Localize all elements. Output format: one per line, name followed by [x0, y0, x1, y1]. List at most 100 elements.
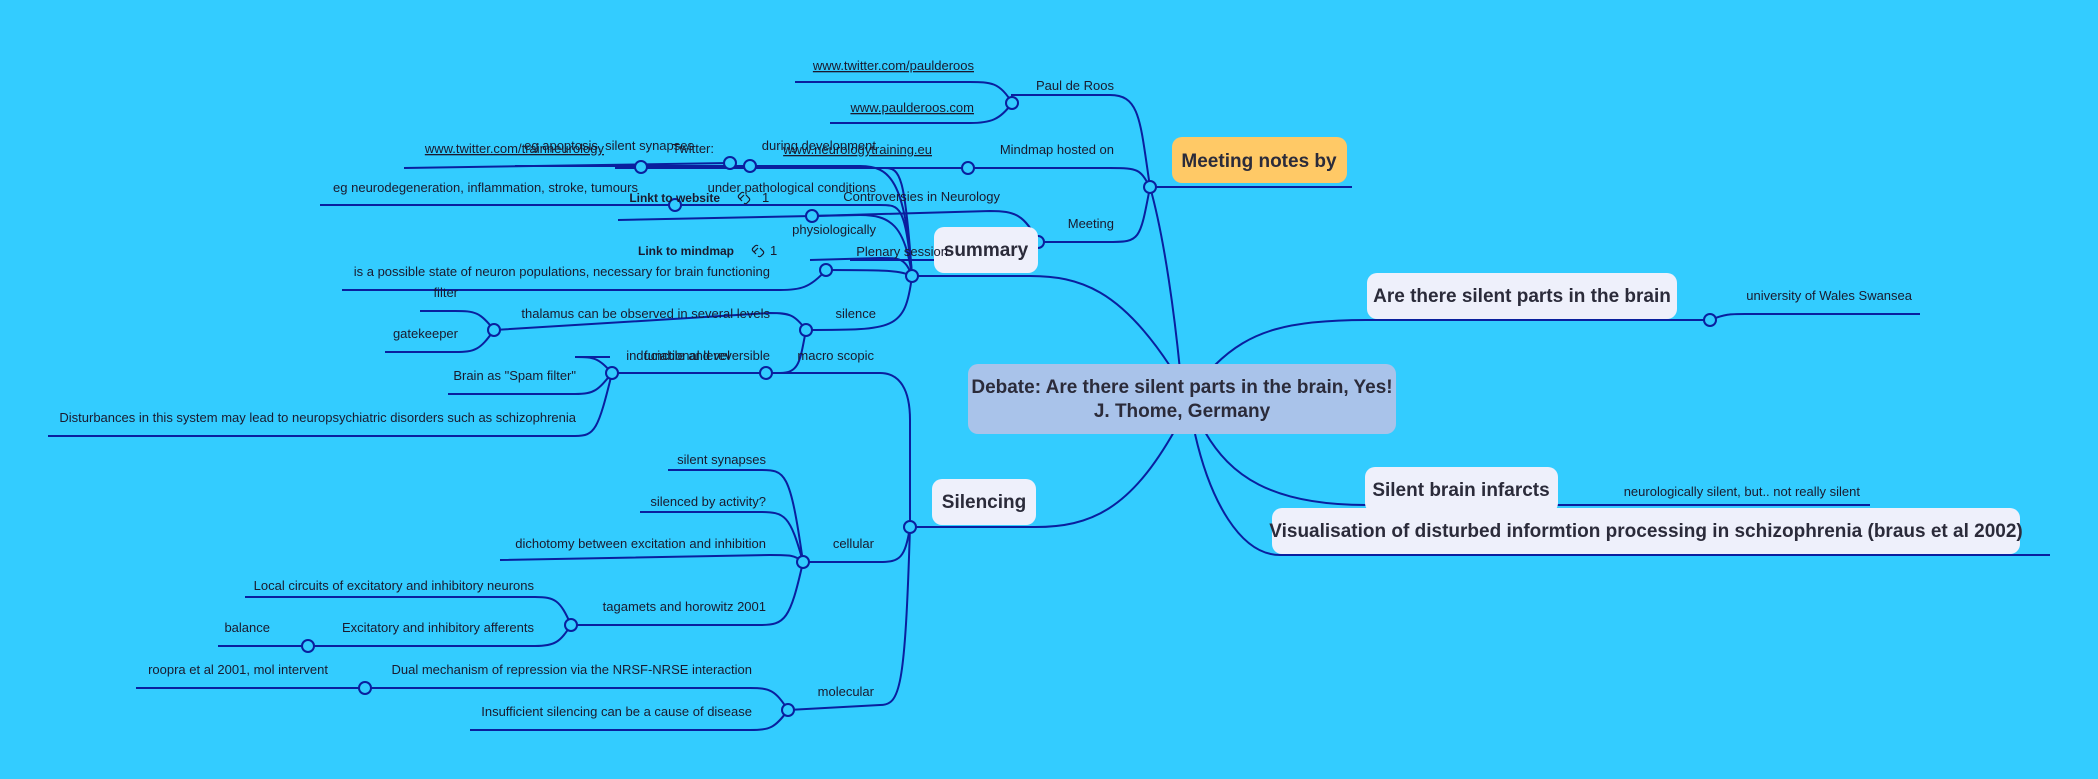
label-gatekeeper: gatekeeper	[393, 326, 459, 341]
label-neurologically-silent: neurologically silent, but.. not really …	[1624, 484, 1861, 499]
label-university-wales: university of Wales Swansea	[1746, 288, 1912, 303]
topic-meeting-notes[interactable]: Meeting notes by	[1172, 137, 1347, 183]
label-eg-apoptosis: eg apoptosis, silent synapses	[524, 138, 694, 153]
link-icon[interactable]	[737, 191, 751, 205]
label-paul-de-roos: Paul de Roos	[1036, 78, 1115, 93]
junction-eg-apoptosis[interactable]	[634, 160, 648, 174]
edge-summary-development	[750, 165, 913, 277]
label-linkt-website[interactable]: Linkt to website	[629, 191, 720, 205]
label-local-circuits: Local circuits of excitatory and inhibit…	[254, 578, 535, 593]
central-title-line2: J. Thome, Germany	[1094, 401, 1271, 422]
label-during-development: during development	[762, 138, 877, 153]
topic-silent-parts-label: Are there silent parts in the brain	[1373, 286, 1671, 307]
topic-silent-parts[interactable]: Are there silent parts in the brain	[1367, 273, 1677, 319]
junction-linkt[interactable]	[668, 198, 682, 212]
junction-pathological[interactable]	[805, 209, 819, 223]
central-title-line1: Debate: Are there silent parts in the br…	[971, 377, 1392, 398]
edge-to-meeting	[1038, 186, 1151, 243]
topic-silent-parts-box[interactable]	[1367, 273, 1677, 319]
central-topic-box[interactable]	[968, 364, 1396, 434]
junction-excitatory[interactable]	[301, 639, 315, 653]
topic-summary[interactable]: summary	[934, 227, 1038, 273]
label-roopra: roopra et al 2001, mol intervent	[148, 662, 328, 677]
label-mindmap-hosted: Mindmap hosted on	[1000, 142, 1114, 157]
edge-central-visualisation	[1194, 433, 2050, 556]
label-neurologytraining[interactable]: www.neurologytraining.eu	[782, 142, 932, 157]
junction-molecular[interactable]	[781, 703, 795, 717]
label-silent-synapses: silent synapses	[677, 452, 766, 467]
junction-physiologically[interactable]	[819, 263, 833, 277]
edge-central-silent-parts	[1214, 319, 1710, 366]
edge-cellular-synapses	[668, 469, 804, 563]
label-silenced-activity: silenced by activity?	[650, 494, 766, 509]
edge-functional-disturbances	[48, 372, 613, 437]
label-disturbances: Disturbances in this system may lead to …	[59, 410, 576, 425]
junction-twitter[interactable]	[723, 156, 737, 170]
junction-silent-parts[interactable]	[1703, 313, 1717, 327]
label-twitter-paulderoos[interactable]: www.twitter.com/paulderoos	[812, 58, 975, 73]
junction-dual[interactable]	[358, 681, 372, 695]
label-twitter-trainneuro[interactable]: www.twitter.com/trainneurology	[424, 141, 605, 156]
topic-visualisation[interactable]: Visualisation of disturbed informtion pr…	[1269, 508, 2023, 554]
label-dual-mechanism: Dual mechanism of repression via the NRS…	[391, 662, 752, 677]
topic-visualisation-box[interactable]	[1272, 508, 2020, 554]
junction-summary[interactable]	[905, 269, 919, 283]
label-insufficient: Insufficient silencing can be a cause of…	[481, 704, 752, 719]
edge-tagamets-local	[245, 596, 572, 626]
edge-summary-physiologically	[825, 269, 913, 277]
junction-cellular[interactable]	[796, 555, 810, 569]
label-induciable: induciable and reversible	[626, 348, 770, 363]
label-twitter: Twitter:	[672, 141, 714, 156]
junction-tagamets[interactable]	[564, 618, 578, 632]
label-thalamus: thalamus can be observed in several leve…	[521, 306, 770, 321]
topic-silencing-label: Silencing	[942, 492, 1026, 513]
junction-paul[interactable]	[1005, 96, 1019, 110]
link-icon[interactable]	[751, 244, 765, 258]
junction-meeting-notes[interactable]	[1143, 180, 1157, 194]
topic-silencing[interactable]: Silencing	[932, 479, 1036, 525]
label-link-mindmap[interactable]: Link to mindmap	[638, 244, 734, 258]
edge-silent-parts-univ	[1709, 313, 1920, 321]
edge-central-meeting-notes	[1149, 186, 1181, 371]
label-tagamets: tagamets and horowitz 2001	[603, 599, 766, 614]
topic-summary-box[interactable]	[934, 227, 1038, 273]
label-plenary: Plenary session	[856, 244, 948, 259]
central-topic[interactable]: Debate: Are there silent parts in the br…	[968, 364, 1396, 434]
edge-to-paul	[1011, 94, 1151, 188]
junction-silence[interactable]	[799, 323, 813, 337]
edge-silencing-molecular	[787, 526, 911, 711]
junction-development[interactable]	[743, 159, 757, 173]
label-physiologically: physiologically	[792, 222, 876, 237]
edge-cellular-tagamets	[571, 561, 804, 626]
topic-infarcts[interactable]: Silent brain infarcts	[1365, 467, 1558, 513]
label-dichotomy: dichotomy between excitation and inhibit…	[515, 536, 766, 551]
topic-infarcts-label: Silent brain infarcts	[1372, 480, 1549, 501]
edge-cellular-dichotomy	[499, 553, 804, 563]
label-silence: silence	[836, 306, 876, 321]
label-molecular: molecular	[818, 684, 875, 699]
edge-macro-underline	[766, 372, 911, 421]
junction-thalamus[interactable]	[487, 323, 501, 337]
edge-central-silencing	[910, 429, 1176, 528]
edge-to-mindmap-hosted	[968, 167, 1151, 188]
label-meeting: Meeting	[1068, 216, 1114, 231]
label-controversies: Controversies in Neurology	[843, 189, 1000, 204]
label-possible-state: is a possible state of neuron population…	[354, 264, 770, 279]
label-spam-filter: Brain as "Spam filter"	[453, 368, 576, 383]
junction-silencing[interactable]	[903, 520, 917, 534]
topic-meeting-notes-box[interactable]	[1172, 137, 1347, 183]
junction-mindmap-hosted[interactable]	[961, 161, 975, 175]
edge-central-infarcts	[1204, 431, 1560, 506]
edge-summary-pathological	[811, 213, 913, 277]
junction-functional[interactable]	[605, 366, 619, 380]
label-paulderoos-com[interactable]: www.paulderoos.com	[849, 100, 974, 115]
node-labels: www.twitter.com/paulderoos www.paulderoo…	[59, 58, 1912, 719]
label-filter: filter	[433, 285, 458, 300]
label-macro-scopic: macro scopic	[797, 348, 874, 363]
label-functional-level: functional level	[644, 348, 730, 363]
topic-meeting-notes-label: Meeting notes by	[1181, 151, 1337, 172]
junction-macro[interactable]	[759, 366, 773, 380]
topic-infarcts-box[interactable]	[1365, 467, 1558, 513]
topic-silencing-box[interactable]	[932, 479, 1036, 525]
